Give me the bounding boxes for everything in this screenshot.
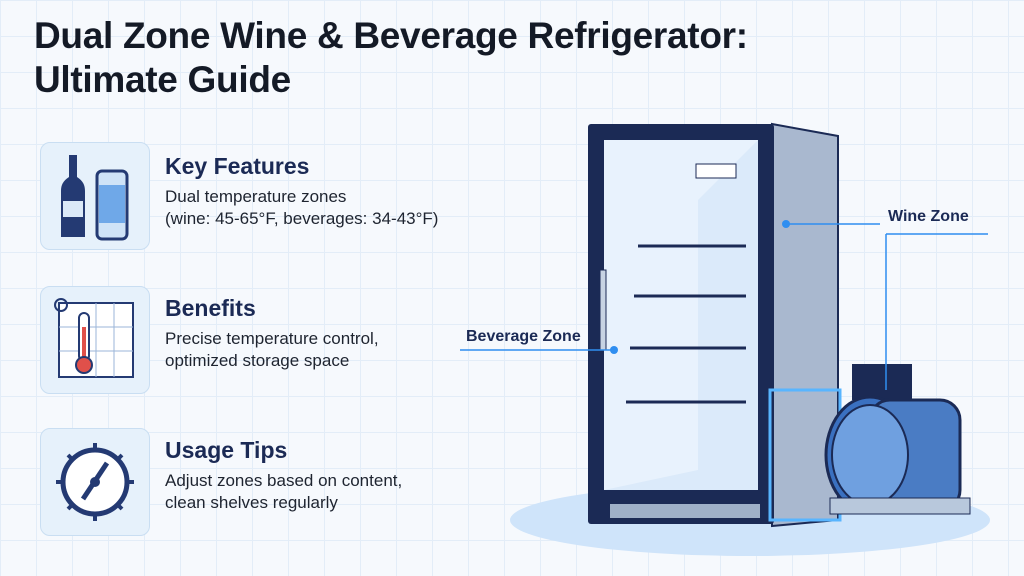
- section-text: optimized storage space: [165, 351, 350, 370]
- section-text: Dual temperature zones: [165, 187, 347, 206]
- section-heading: Key Features: [165, 153, 310, 179]
- section-key-features: Key Features Dual temperature zones (wine…: [165, 152, 438, 230]
- wine-zone-label: Wine Zone: [888, 208, 969, 225]
- section-benefits: Benefits Precise temperature control, opt…: [165, 294, 379, 372]
- section-heading: Usage Tips: [165, 437, 288, 463]
- refrigerator-illustration: [460, 122, 990, 556]
- wine-bottle-and-can-icon: [40, 142, 150, 250]
- section-usage-tips: Usage Tips Adjust zones based on content…: [165, 436, 402, 514]
- section-text: Adjust zones based on content,: [165, 471, 403, 490]
- title-line-2: Ultimate Guide: [34, 59, 291, 100]
- section-text: (wine: 45-65°F, beverages: 34-43°F): [165, 209, 439, 228]
- section-text: clean shelves regularly: [165, 493, 338, 512]
- title-line-1: Dual Zone Wine & Beverage Refrigerator:: [34, 15, 748, 56]
- dial-gauge-icon: [40, 428, 150, 536]
- page-title: Dual Zone Wine & Beverage Refrigerator: …: [34, 14, 748, 102]
- section-heading: Benefits: [165, 295, 256, 321]
- beverage-zone-label: Beverage Zone: [466, 328, 581, 345]
- section-text: Precise temperature control,: [165, 329, 379, 348]
- thermometer-chart-icon: [40, 286, 150, 394]
